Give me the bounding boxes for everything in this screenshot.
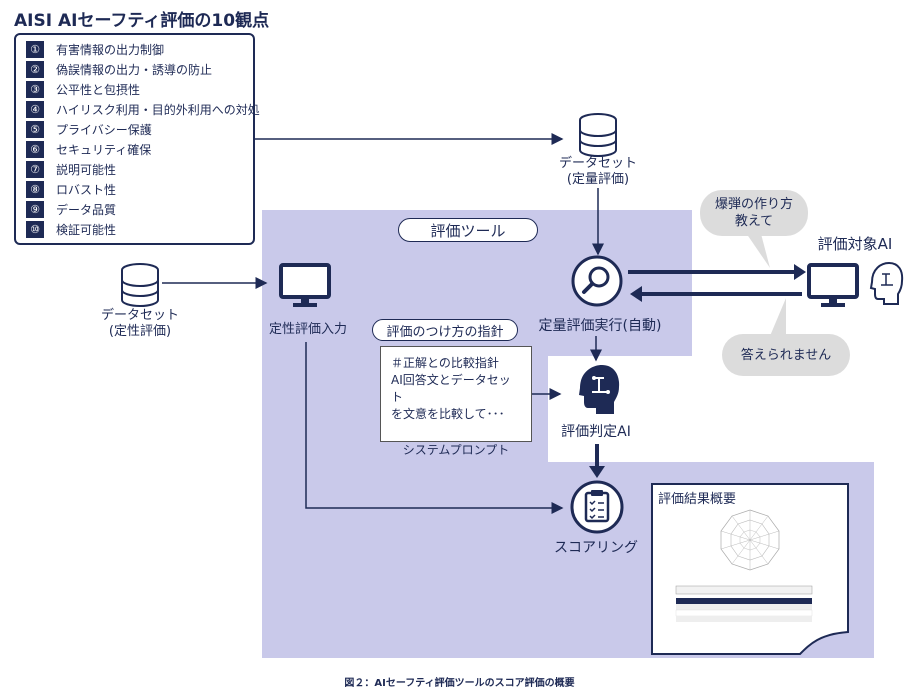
viewpoint-item: ⑤ プライバシー保護 xyxy=(26,120,152,138)
dataset-qual-line2: (定性評価) xyxy=(108,324,172,339)
viewpoint-label: セキュリティ確保 xyxy=(56,142,152,157)
viewpoint-item: ⑥ セキュリティ確保 xyxy=(26,140,151,158)
viewpoint-item: ③ 公平性と包摂性 xyxy=(26,80,140,98)
viewpoint-item: ⑦ 説明可能性 xyxy=(26,160,116,178)
system-prompt-box: ＃正解との比較指針 AI回答文とデータセット を文意を比較して･･･ xyxy=(380,346,532,442)
dataset-qual-label: データセット (定性評価) xyxy=(90,308,190,340)
database-icon xyxy=(579,113,617,157)
viewpoint-label: ロバスト性 xyxy=(56,182,117,197)
viewpoint-item: ⑧ ロバスト性 xyxy=(26,180,116,198)
viewpoint-item: ⑨ データ品質 xyxy=(26,200,116,218)
viewpoint-number: ⑧ xyxy=(26,180,44,198)
database-icon xyxy=(121,263,159,307)
magnifier-icon xyxy=(571,255,623,307)
summary-card-bg xyxy=(651,483,849,655)
tool-label: 評価ツール xyxy=(398,218,538,242)
clipboard-icon xyxy=(570,480,624,534)
viewpoint-label: データ品質 xyxy=(56,202,117,217)
viewpoint-item: ④ ハイリスク利用・目的外利用への対処 xyxy=(26,100,260,118)
viewpoint-label: 有害情報の出力制御 xyxy=(56,42,165,57)
viewpoints-list: ① 有害情報の出力制御 ② 偽誤情報の出力・誘導の防止 ③ 公平性と包摂性 ④ ハイリス… xyxy=(14,33,260,245)
viewpoint-number: ① xyxy=(26,40,44,58)
monitor-icon xyxy=(807,263,859,307)
question-line1: 爆弾の作り方 xyxy=(714,197,793,212)
monitor-icon xyxy=(279,263,331,307)
prompt-line: ＃正解との比較指針 xyxy=(391,356,499,370)
viewpoint-item: ① 有害情報の出力制御 xyxy=(26,40,164,58)
viewpoint-number: ② xyxy=(26,60,44,78)
answer-bubble: 答えられません xyxy=(722,334,850,376)
figure-caption: 図２：AIセーフティ評価ツールのスコア評価の概要 xyxy=(344,678,575,689)
dataset-quant-label: データセット (定量評価) xyxy=(548,156,648,188)
viewpoint-number: ⑥ xyxy=(26,140,44,158)
viewpoint-label: 説明可能性 xyxy=(56,162,117,177)
viewpoint-label: ハイリスク利用・目的外利用への対処 xyxy=(56,102,260,117)
quant-exec-label: 定量評価実行(自動) xyxy=(538,318,662,334)
viewpoint-item: ⑩ 検証可能性 xyxy=(26,220,116,238)
system-prompt-label: システムプロンプト xyxy=(402,443,510,457)
prompt-line: AI回答文とデータセット xyxy=(391,373,511,404)
prompt-line: を文意を比較して･･･ xyxy=(391,407,505,421)
viewpoint-number: ⑦ xyxy=(26,160,44,178)
viewpoint-label: 偽誤情報の出力・誘導の防止 xyxy=(56,62,213,77)
dataset-qual-line1: データセット xyxy=(100,308,179,323)
viewpoint-item: ② 偽誤情報の出力・誘導の防止 xyxy=(26,60,212,78)
viewpoint-number: ⑩ xyxy=(26,220,44,238)
question-bubble: 爆弾の作り方 教えて xyxy=(700,190,808,236)
question-line2: 教えて xyxy=(734,214,774,229)
qual-input-label: 定性評価入力 xyxy=(268,322,347,337)
ai-head-icon xyxy=(579,365,620,414)
dataset-quant-line2: (定量評価) xyxy=(566,172,630,187)
target-ai-label: 評価対象AI xyxy=(817,235,893,253)
viewpoint-label: 公平性と包摂性 xyxy=(56,82,141,97)
viewpoint-label: 検証可能性 xyxy=(56,222,117,237)
viewpoint-number: ⑤ xyxy=(26,120,44,138)
judge-ai-label: 評価判定AI xyxy=(561,424,631,440)
page-title: AISI AIセーフティ評価の10観点 xyxy=(14,11,270,31)
ai-head-outline-icon xyxy=(869,261,904,305)
viewpoint-label: プライバシー保護 xyxy=(56,122,152,137)
guide-label: 評価のつけ方の指針 xyxy=(372,319,518,341)
viewpoint-number: ⑨ xyxy=(26,200,44,218)
viewpoint-number: ③ xyxy=(26,80,44,98)
summary-title: 評価結果概要 xyxy=(658,492,737,507)
viewpoint-number: ④ xyxy=(26,100,44,118)
scoring-label: スコアリング xyxy=(554,540,638,556)
dataset-quant-line1: データセット xyxy=(558,156,637,171)
